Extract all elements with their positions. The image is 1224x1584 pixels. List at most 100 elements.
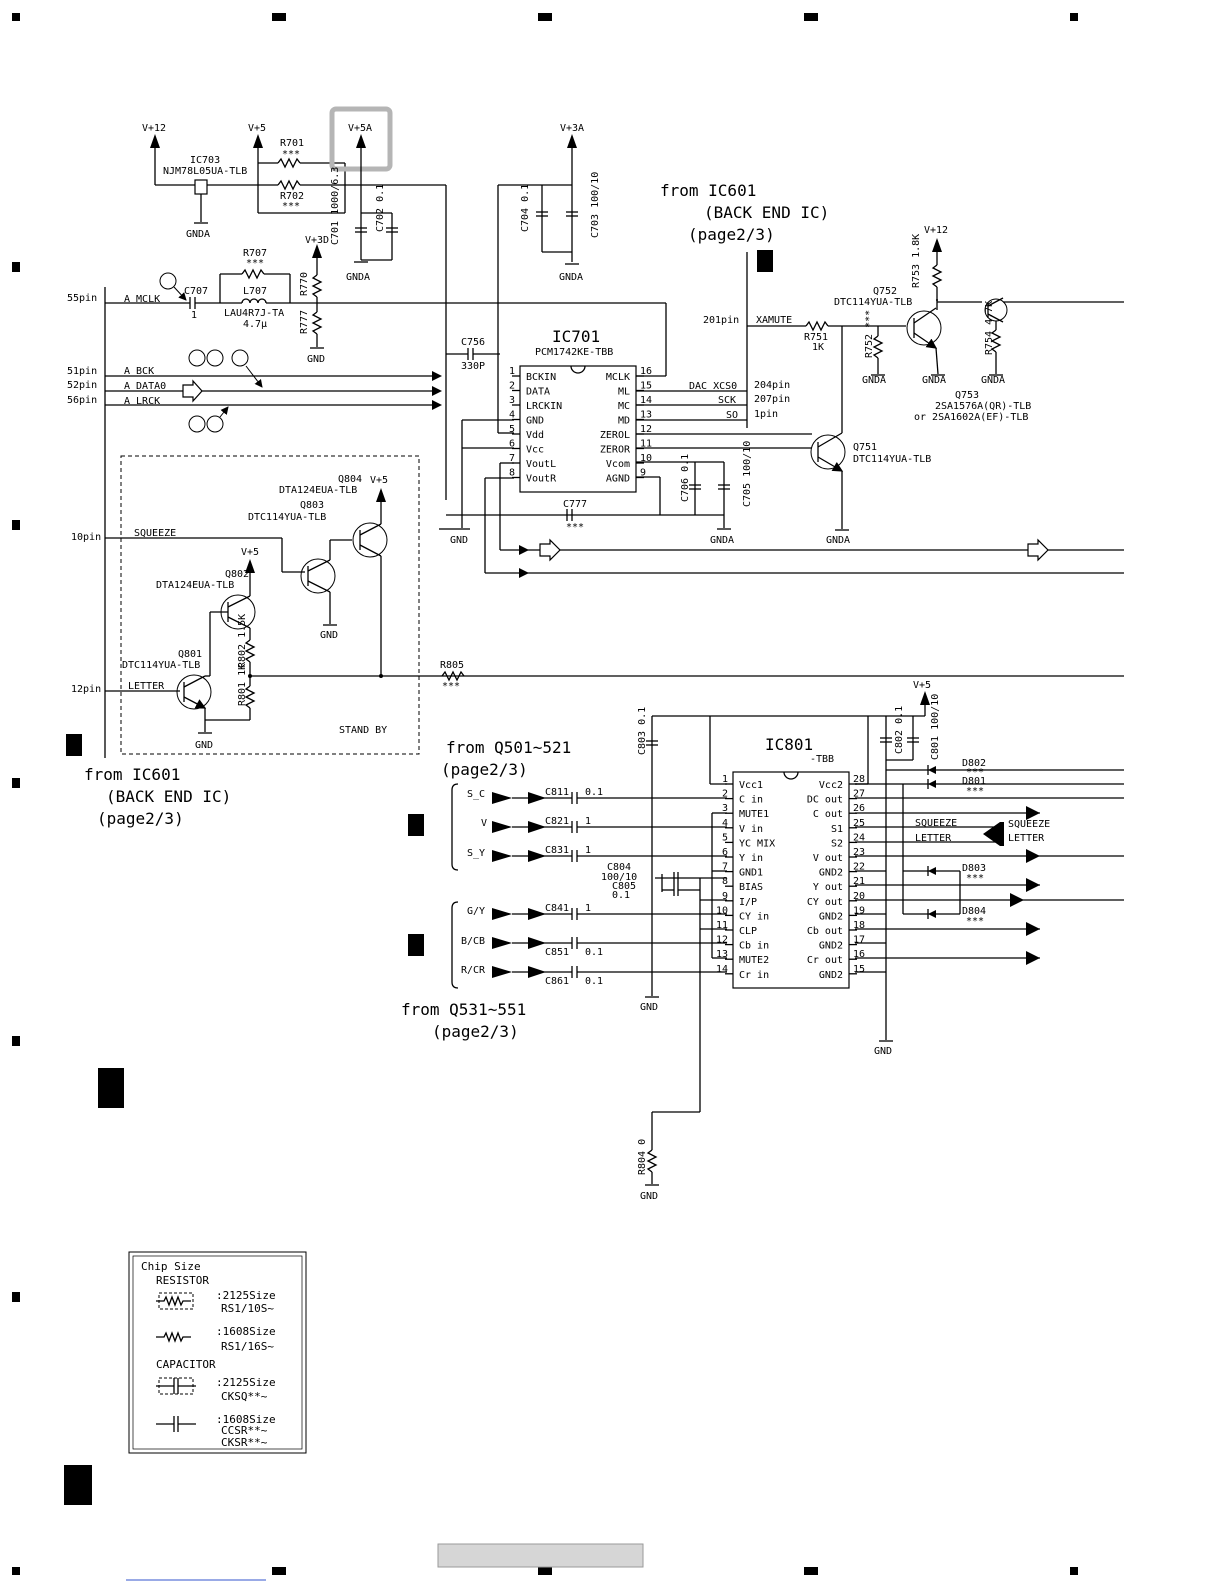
c804-label: C804 [607,862,631,873]
legend-r2-size: :1608Size [216,1325,276,1338]
from-ic601-left-3: (page2/3) [97,809,184,828]
ic801-pin-number: 12 [716,935,728,946]
ic801-pin-number: 19 [853,905,865,916]
ic801-pin-name: YC MIX [739,838,775,849]
d802-value: *** [966,767,984,778]
l707-part: LAU4R7J-TA [224,308,284,319]
ic801-pin-name: GND2 [819,868,843,879]
ic801-pin-name: Y out [813,882,843,893]
ic701-pin-name: VoutR [526,474,557,485]
q801-part: DTC114YUA-TLB [122,660,200,671]
d801-label: D801 [962,776,986,787]
legend-r1-part: RS1/10S~ [221,1302,274,1315]
d802-label: D802 [962,758,986,769]
registration-marks [12,13,1078,1575]
ic801-pin-name: S1 [831,824,843,835]
ic701-pin-number: 4 [509,410,515,421]
c706-label: C706 0.1 [680,454,691,502]
ic801-pin-name: MUTE2 [739,955,769,966]
c756-value: 330P [461,361,485,372]
legend-r1-size: :2125Size [216,1289,276,1302]
ic701-pin-number: 3 [509,395,515,406]
c777-label: C777 [563,499,587,510]
ic801-pin-name: GND1 [739,868,763,879]
d801-value: *** [966,786,984,797]
r754-label: R754 4.7K [984,301,995,355]
l707-label: L707 [243,286,267,297]
q803-part: DTC114YUA-TLB [248,512,326,523]
ic701-pin-number: 2 [509,381,515,392]
pin-207: 207pin [754,394,790,405]
c707-value: 1 [191,310,197,321]
pin-10: 10pin [71,532,101,543]
c801-label: C801 100/10 [930,694,941,760]
gnd-label-q803: GND [320,630,338,641]
r751-value: 1K [812,342,824,353]
ic801-pin-number: 7 [722,862,728,873]
q803-label: Q803 [300,500,324,511]
net-so: SO [726,410,738,421]
ic701-pin-name: DATA [526,387,550,398]
ic801-pin-number: 13 [716,949,728,960]
ic801-pin-number: 24 [853,832,865,843]
c861-label: C861 [545,976,569,987]
ic701-pin-number: 7 [509,453,515,464]
ic801-pin-number: 23 [853,847,865,858]
d803-label: D803 [962,863,986,874]
ic801-pin-number: 4 [722,818,728,829]
gnda-label-r752: GNDA [862,375,886,386]
q752-label: Q752 [873,286,897,297]
ic701-pin-number: 9 [640,468,646,479]
c811-value: 0.1 [585,787,603,798]
ic703-label: IC703 [190,155,220,166]
ic701-pin-number: 5 [509,424,515,435]
r707-label: R707 [243,248,267,259]
r805-label: R805 [440,660,464,671]
q804-label: Q804 [338,474,362,485]
ic701-part: PCM1742KE-TBB [535,347,613,358]
c841-label: C841 [545,903,569,914]
q753-alt: or 2SA1602A(EF)-TLB [914,412,1028,423]
q751-label: Q751 [853,442,877,453]
net-g-y: G/Y [467,906,485,917]
chip-size-legend: Chip Size RESISTOR :2125Size RS1/10S~ :1… [128,1251,307,1454]
ic701-pin-number: 1 [509,366,515,377]
c805-value: 0.1 [612,890,630,901]
from-ic601-left-2: (BACK END IC) [106,787,231,806]
legend-c1-part: CKSQ**~ [221,1390,268,1403]
gnda-label: GNDA [186,229,210,240]
ic701-pin-name: MCLK [606,372,630,383]
ic801-pin-number: 6 [722,847,728,858]
ic801-pin-name: I/P [739,897,757,908]
ic801-pin-name: GND2 [819,941,843,952]
q752-part: DTC114YUA-TLB [834,297,912,308]
from-q531-1: from Q531~551 [401,1000,526,1019]
net-letter-c: LETTER [1008,833,1045,844]
gnda-label-r754: GNDA [981,375,1005,386]
d803-value: *** [966,873,984,884]
gnd-label-ic701: GND [450,535,468,546]
ic701-pin-name: VoutL [526,459,556,470]
ic801-pin-number: 22 [853,862,865,873]
d804-value: *** [966,916,984,927]
ic801-pin-name: BIAS [739,882,763,893]
video-input-arrow [492,966,512,978]
ic801-pin-number: 21 [853,876,865,887]
video-input-arrow [492,908,512,920]
r751-label: R751 [804,332,828,343]
c702-label: C702 0.1 [375,184,386,232]
c851-label: C851 [545,947,569,958]
ic801-pin-name: C in [739,795,763,806]
ic801-pin-number: 27 [853,789,865,800]
c705-label: C705 100/10 [742,441,753,507]
from-ic601-left-1: from IC601 [84,765,180,784]
q753-part: 2SA1576A(QR)-TLB [935,401,1031,412]
pin-201: 201pin [703,315,739,326]
gnd-label-ic801: GND [874,1046,892,1057]
legend-c2-size: :1608Size [216,1413,276,1426]
c851-value: 0.1 [585,947,603,958]
legend-resistor: RESISTOR [156,1274,209,1287]
ic701: IC701 PCM1742KE-TBB 1BCKIN2DATA3LRCKIN4G… [439,327,1124,578]
r770-label: R770 [299,272,310,296]
